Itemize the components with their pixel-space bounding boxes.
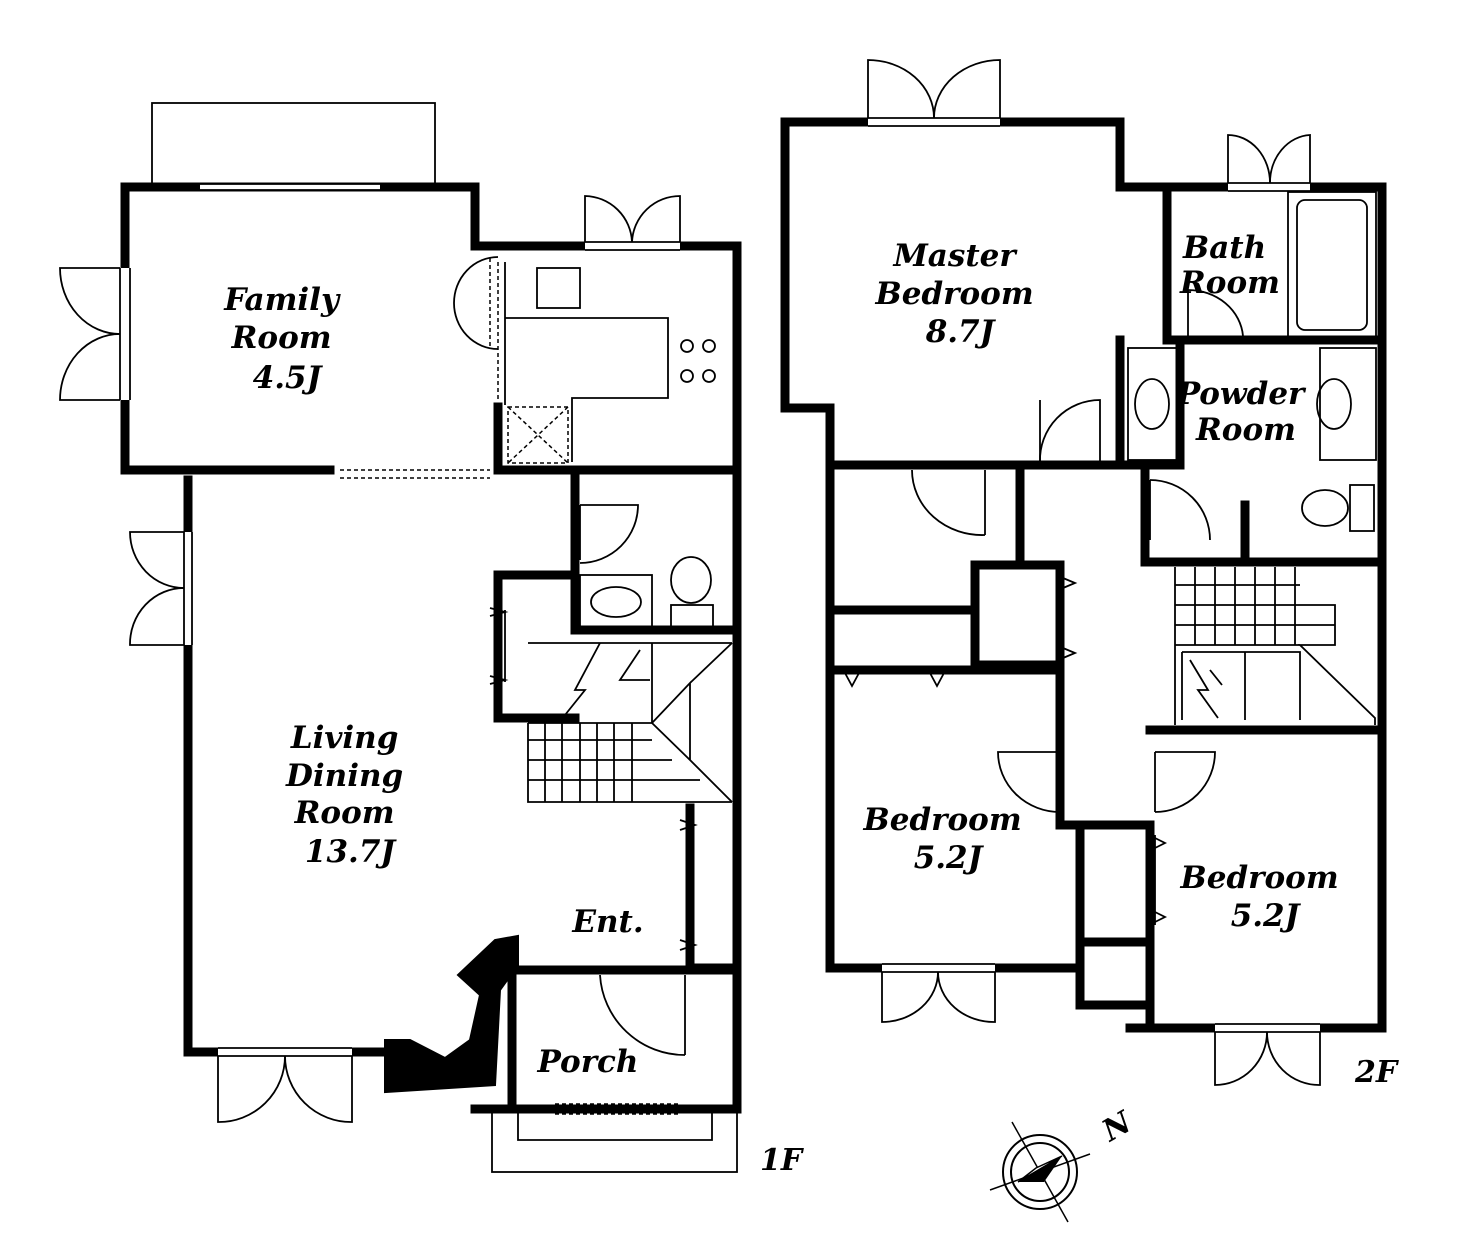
door-swing-icon [867, 59, 1001, 127]
door-swing-icon [579, 504, 639, 564]
compass-north-label: N [1096, 1104, 1139, 1149]
fireplace-icon [384, 934, 519, 1094]
sink-icon [1127, 347, 1179, 461]
door-swing-icon [129, 531, 193, 646]
round-table [453, 256, 499, 350]
entrance-label: Ent. [571, 904, 643, 940]
bedroom-b-label: Bedroom 5.2J [1180, 860, 1350, 934]
sink-icon [1316, 347, 1377, 461]
bath-room-label: Bath Room [1179, 230, 1280, 301]
first-floor-outer-wall [120, 182, 742, 1114]
door-swing-icon [1214, 1023, 1321, 1086]
door-swing-icon [584, 195, 681, 251]
compass-icon: N [989, 1104, 1139, 1223]
door-swing-icon [1154, 751, 1216, 813]
second-floor-inner-walls [825, 182, 1387, 1033]
stairs-icon [527, 642, 733, 803]
family-room-label: Family Room 4.5J [223, 282, 350, 396]
bathtub-icon [1287, 191, 1377, 338]
door-swing-icon [881, 963, 996, 1023]
toilet-icon [1301, 484, 1375, 532]
door-swing-icon [59, 267, 131, 401]
terrace-outline [151, 102, 436, 186]
sink-icon [536, 267, 581, 309]
door-swing-icon [1149, 479, 1211, 541]
porch-label: Porch [537, 1044, 639, 1080]
porch-step [491, 1111, 738, 1173]
toilet-icon [670, 556, 714, 628]
second-floor: Master Bedroom 8.7J Bath Room Powder Roo… [780, 59, 1400, 1090]
floor-label-1f: 1F [760, 1143, 805, 1178]
door-swing-icon [1187, 289, 1244, 337]
door-swing-icon [997, 751, 1061, 813]
powder-room-label: Powder Room [1176, 376, 1315, 448]
door-swing-icon [552, 969, 686, 1056]
door-swing-icon [911, 469, 986, 536]
first-floor-inner-walls [493, 402, 742, 1114]
door-swing-icon [1039, 399, 1101, 463]
floor-label-2f: 2F [1354, 1055, 1400, 1090]
first-floor: Family Room 4.5J Living Dining Room 13.7… [59, 102, 805, 1178]
kitchen-counter [504, 262, 669, 462]
living-room-label: Living Dining Room 13.7J [285, 720, 414, 870]
stove-burner-icon [680, 339, 716, 383]
stairs-icon [1174, 567, 1376, 725]
master-bedroom-label: Master Bedroom 8.7J [875, 238, 1045, 350]
door-swing-icon [217, 1047, 353, 1123]
sink-icon [579, 574, 653, 628]
bedroom-a-label: Bedroom 5.2J [863, 802, 1033, 876]
door-swing-icon [1227, 134, 1311, 192]
